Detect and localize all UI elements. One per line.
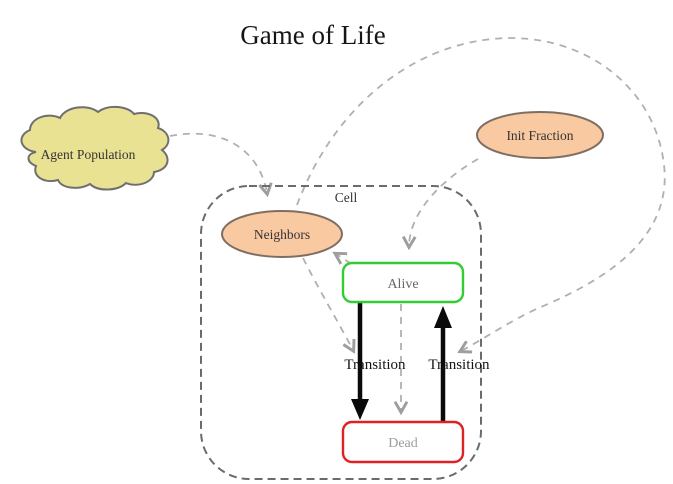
transition-left-label: Transition: [344, 357, 406, 373]
transition-arrow-alive-to-dead[interactable]: [351, 303, 369, 420]
link-initfraction-to-alive[interactable]: [409, 158, 479, 246]
agent-population-label: Agent Population: [41, 147, 136, 162]
init-fraction-label: Init Fraction: [506, 128, 573, 143]
neighbors-node[interactable]: Neighbors: [221, 210, 343, 258]
neighbors-label: Neighbors: [254, 227, 310, 242]
cell-container-frame[interactable]: [200, 185, 482, 480]
alive-state-label: Alive: [387, 277, 418, 292]
dead-state-label: Dead: [388, 436, 418, 451]
cell-container-label: Cell: [335, 190, 358, 205]
diagram-title: Game of Life: [240, 20, 385, 50]
agent-population-node[interactable]: Agent Population: [20, 106, 170, 191]
arrowhead-down-icon: [351, 399, 369, 420]
link-neighbors-to-transition-right[interactable]: [296, 37, 666, 351]
link-neighbors-to-transition-left[interactable]: [302, 257, 353, 350]
link-agentpopulation-to-neighbors[interactable]: [169, 132, 267, 193]
init-fraction-shape: [476, 111, 604, 159]
dead-state-shape: [341, 420, 465, 464]
dead-state-node[interactable]: Dead: [341, 420, 465, 464]
transition-arrow-dead-to-alive[interactable]: [434, 306, 452, 421]
alive-state-node[interactable]: Alive: [341, 261, 465, 304]
arrowhead-up-icon: [434, 306, 452, 328]
cloud-icon: [20, 106, 170, 191]
alive-state-shape: [341, 261, 465, 304]
init-fraction-node[interactable]: Init Fraction: [476, 111, 604, 159]
transition-right-label: Transition: [428, 357, 490, 373]
neighbors-shape: [221, 210, 343, 258]
